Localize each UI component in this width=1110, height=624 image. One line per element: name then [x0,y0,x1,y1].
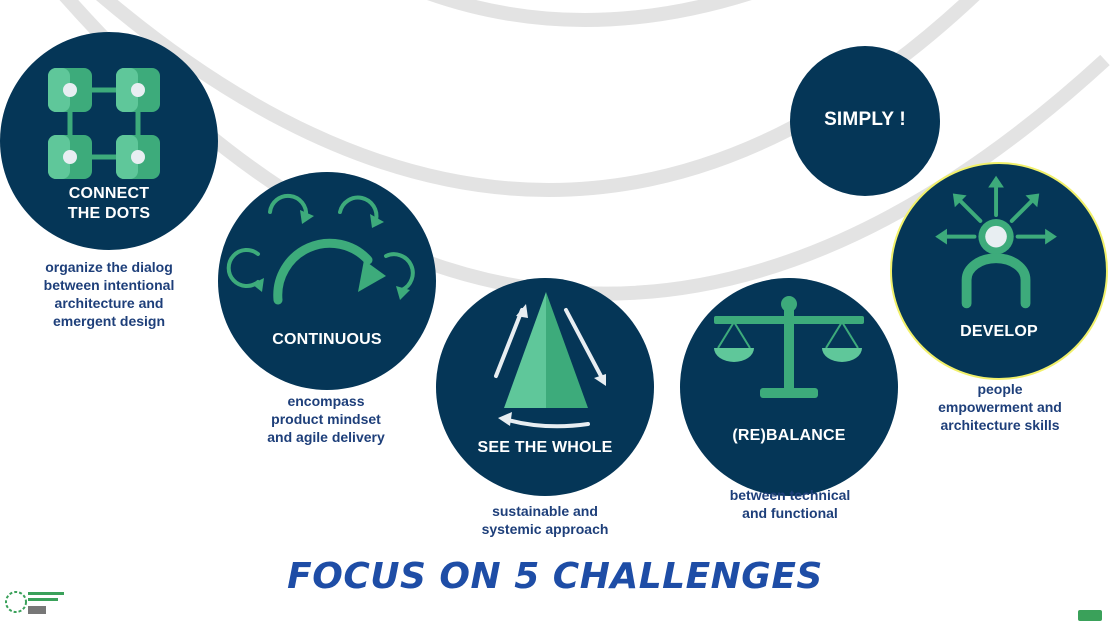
challenge-label: CONTINUOUS [272,331,382,348]
organization-logo [5,591,64,614]
simply-label: SIMPLY ! [824,109,906,130]
challenge-description: between technical and functional [729,487,851,521]
challenge-connect-the-dots: CONNECT THE DOTS [0,32,218,250]
challenge-description: encompass product mindset and agile deli… [267,393,385,445]
challenge-description: sustainable and systemic approach [481,503,609,537]
challenge-rebalance: (RE)BALANCE [680,278,898,496]
page-title: FOCUS ON 5 CHALLENGES [287,556,823,597]
challenge-develop: DEVELOP [890,162,1108,380]
cycle-arrows-icon [226,193,415,305]
challenge-label: (RE)BALANCE [732,427,846,444]
connected-dots-icon [48,68,160,179]
footer-badge [1078,610,1102,621]
simply-circle: SIMPLY ! [790,46,940,196]
challenge-label: CONNECT THE DOTS [67,185,151,222]
challenge-label: DEVELOP [960,323,1038,340]
challenge-label: SEE THE WHOLE [477,439,613,456]
challenge-description: organize the dialog between intentional … [43,259,175,329]
challenge-see-the-whole: SEE THE WHOLE [436,278,654,496]
person-arrows-icon [935,175,1057,309]
cone-rotate-icon [494,292,606,429]
balance-scale-icon [714,296,864,398]
challenge-description: people empowerment and architecture skil… [938,381,1062,433]
challenge-continuous: CONTINUOUS [218,172,436,390]
